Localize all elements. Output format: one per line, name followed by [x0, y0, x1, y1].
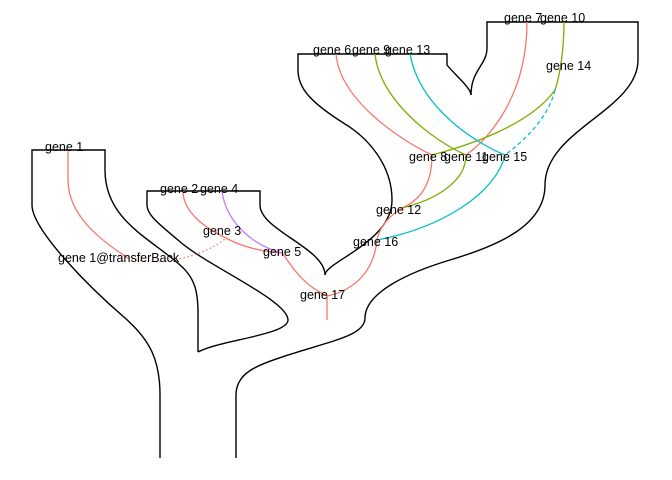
edge-gene11-to-gene12: [401, 154, 467, 209]
label-gene1-transfer: gene 1@transferBack: [58, 251, 180, 265]
label-gene15: gene 15: [482, 150, 527, 164]
edge-gene2-to-gene3: [182, 190, 227, 239]
edge-gene16-to-gene17: [326, 239, 378, 297]
label-gene12: gene 12: [376, 203, 421, 217]
edge-gene4-to-gene5: [221, 190, 283, 254]
gene2-clade-outline: [146, 190, 326, 353]
right-trunk-outline: [235, 21, 639, 458]
label-gene4: gene 4: [200, 182, 238, 196]
edge-gene14-to-gene8: [431, 89, 556, 156]
edge-gene3-to-gene5: [225, 237, 283, 254]
edge-gene9-to-gene11: [374, 53, 467, 156]
label-gene3: gene 3: [203, 224, 241, 238]
edge-gene8-to-gene12: [401, 154, 433, 209]
label-gene5: gene 5: [263, 245, 301, 259]
edge-gene1-to-gene1-transfer: [67, 150, 129, 259]
gene6-clade-outline: [297, 53, 472, 276]
label-gene1: gene 1: [45, 140, 83, 154]
edge-gene12-to-gene16: [376, 207, 403, 241]
label-gene17: gene 17: [300, 288, 345, 302]
edge-gene10-to-gene14: [554, 21, 565, 91]
gene-labels: gene 1 gene 1@transferBack gene 2 gene 4…: [45, 11, 591, 302]
edge-gene13-to-gene15: [409, 53, 506, 156]
edge-gene5-to-gene17: [281, 252, 328, 297]
label-gene8: gene 8: [409, 150, 447, 164]
label-gene10: gene 10: [540, 11, 585, 25]
left-trunk-outline: [31, 149, 199, 458]
label-gene2: gene 2: [160, 182, 198, 196]
species-tree-outline: [31, 21, 639, 458]
edge-gene15-to-gene16: [376, 154, 506, 241]
edge-gene14-to-gene15: [504, 89, 556, 156]
edge-gene6-to-gene8: [335, 53, 433, 156]
edge-gene7-to-gene11: [465, 21, 528, 156]
label-gene7: gene 7: [504, 11, 542, 25]
label-gene11: gene 11: [444, 150, 488, 164]
gene-tree-edges: [67, 21, 565, 320]
label-gene9: gene 9: [352, 43, 390, 57]
label-gene16: gene 16: [353, 235, 398, 249]
label-gene13: gene 13: [385, 43, 430, 57]
label-gene6: gene 6: [313, 43, 351, 57]
label-gene14: gene 14: [546, 59, 591, 73]
